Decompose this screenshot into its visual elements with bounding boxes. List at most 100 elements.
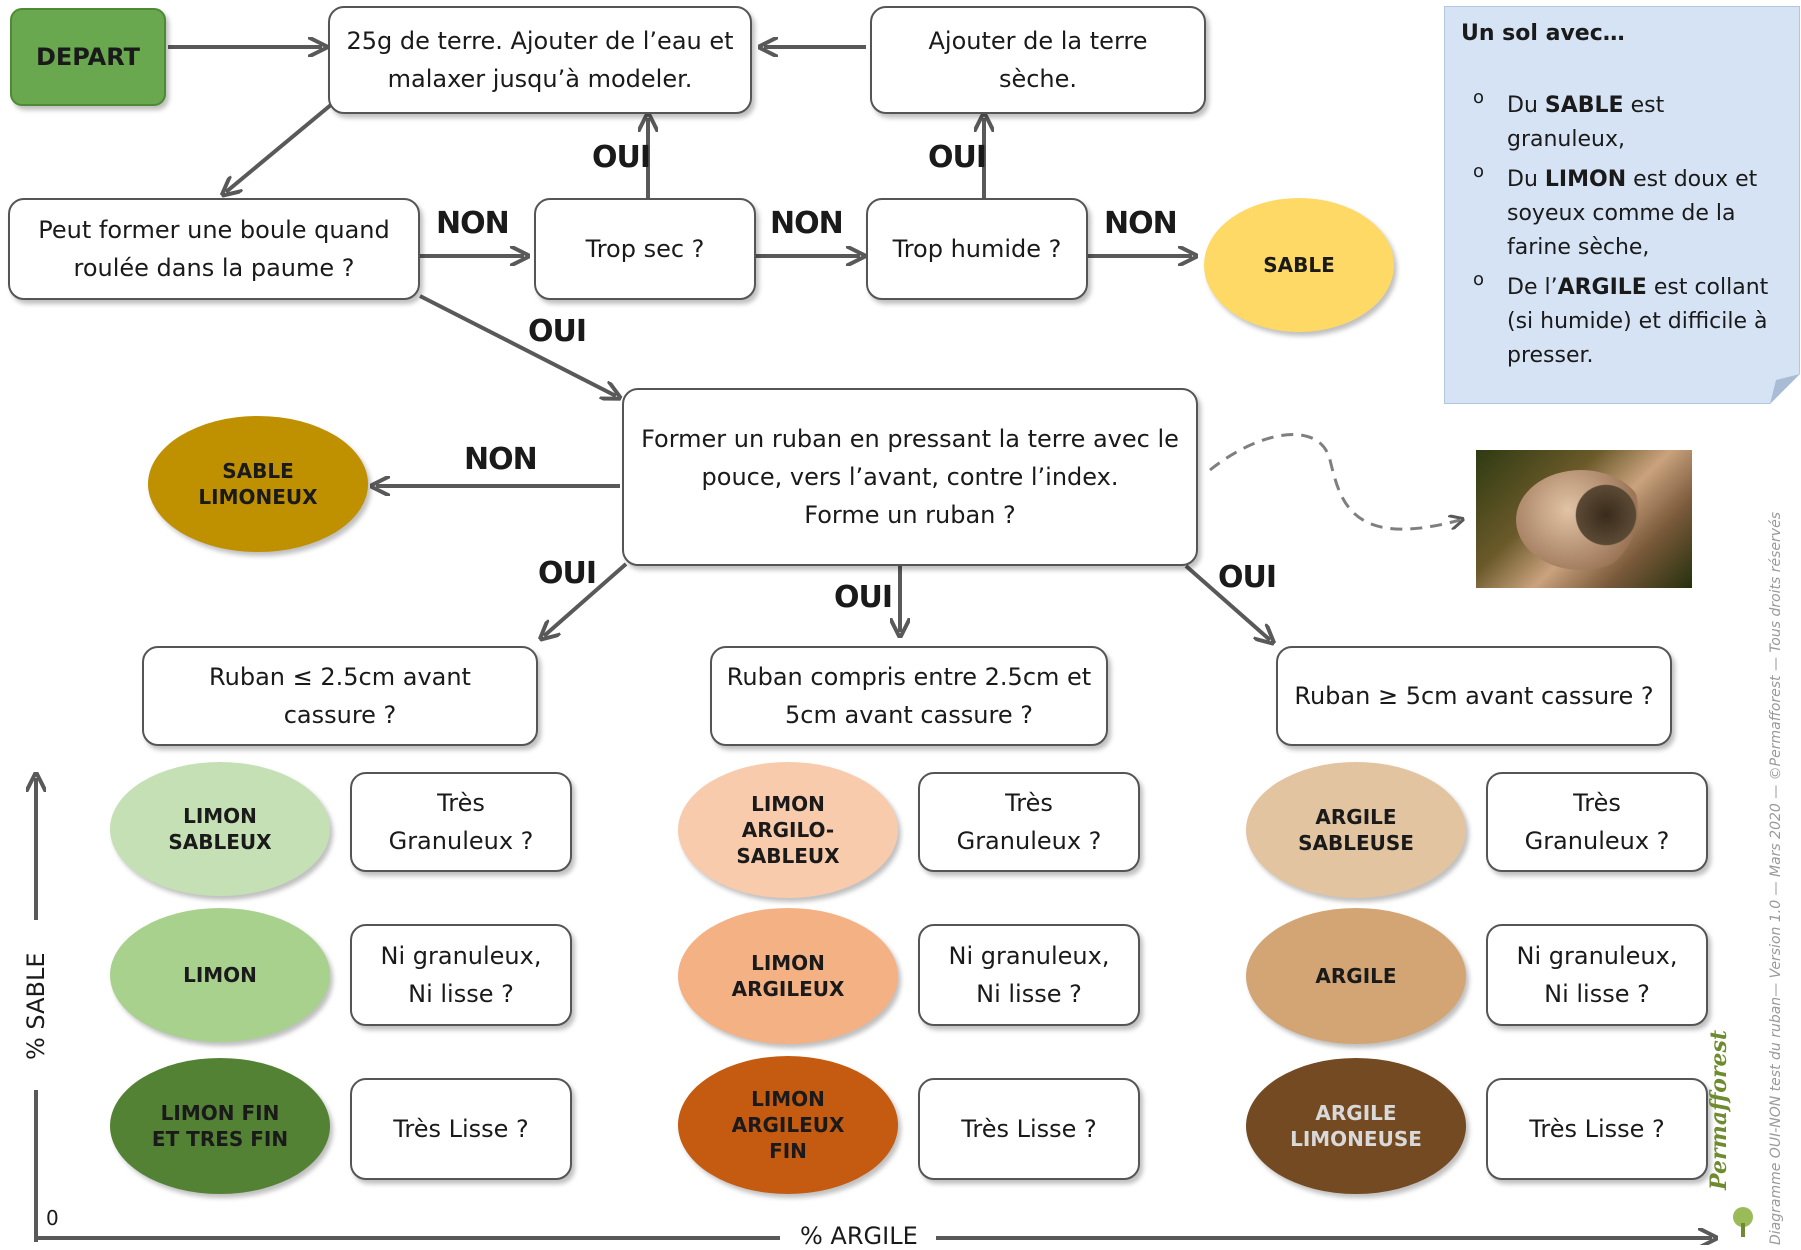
result-limon-sableux: LIMON SABLEUX (110, 762, 330, 896)
label-no-ball: NON (436, 206, 510, 241)
question-tres-lisse-1-text: Très Lisse ? (393, 1115, 529, 1143)
legend-item-sable-pre: Du (1507, 93, 1545, 118)
question-ribbon: Former un ruban en pressant la terre ave… (622, 388, 1198, 566)
question-tres-lisse-1: Très Lisse ? (350, 1078, 572, 1180)
question-ni-ni-3: Ni granuleux, Ni lisse ? (1486, 924, 1708, 1026)
note-folded-corner-icon (1770, 374, 1800, 404)
question-tres-granuleux-3-text: Très Granuleux ? (1524, 789, 1670, 855)
bullet-icon: o (1473, 269, 1485, 290)
y-axis-label: % SABLE (22, 952, 50, 1060)
arrow-ribbon-to-short (544, 562, 628, 636)
legend-item-argile: o De l’ARGILE est collant (si humide) et … (1461, 269, 1783, 373)
question-ribbon-long: Ruban ≥ 5cm avant cassure ? (1276, 646, 1672, 746)
x-axis-gap (780, 1228, 936, 1245)
result-limon-text: LIMON (183, 963, 257, 987)
question-tres-granuleux-1: Très Granuleux ? (350, 772, 572, 872)
question-too-wet-text: Trop humide ? (892, 235, 1062, 263)
result-limon-argileux: LIMON ARGILEUX (678, 908, 898, 1044)
result-sable-limoneux: SABLE LIMONEUX (148, 416, 368, 552)
legend-item-limon-pre: Du (1507, 167, 1545, 192)
label-no-ribbon: NON (464, 442, 538, 477)
question-tres-lisse-2-text: Très Lisse ? (961, 1115, 1097, 1143)
ribbon-photo (1476, 450, 1692, 588)
bullet-icon: o (1473, 161, 1485, 182)
legend-item-argile-post: est collant (si humide) et difficile à p… (1507, 275, 1769, 368)
tree-logo-icon (1733, 1207, 1753, 1237)
question-ni-ni-3-text: Ni granuleux, Ni lisse ? (1516, 942, 1678, 1008)
start-label: DEPART (35, 43, 141, 71)
question-ni-ni-1: Ni granuleux, Ni lisse ? (350, 924, 572, 1026)
result-limon-argileux-fin-text: LIMON ARGILEUX FIN (731, 1087, 845, 1163)
label-yes-dry: OUI (592, 140, 651, 175)
result-limon-argileux-fin: LIMON ARGILEUX FIN (678, 1056, 898, 1194)
result-limon-argilo-sableux-text: LIMON ARGILO- SABLEUX (736, 792, 840, 868)
result-sable: SABLE (1204, 198, 1394, 332)
question-ni-ni-2: Ni granuleux, Ni lisse ? (918, 924, 1140, 1026)
credits-text: Diagramme OUI-NON test du ruban— Version… (1768, 512, 1784, 1245)
question-ni-ni-1-text: Ni granuleux, Ni lisse ? (380, 942, 542, 1008)
step-mix-text: 25g de terre. Ajouter de l’eau et malaxe… (346, 27, 734, 93)
result-limon-argilo-sableux: LIMON ARGILO- SABLEUX (678, 762, 898, 898)
result-sable-text: SABLE (1263, 253, 1335, 277)
legend-item-limon: o Du LIMON est doux et soyeux comme de la… (1461, 161, 1783, 265)
x-axis-label: % ARGILE (800, 1222, 918, 1250)
result-limon-sableux-text: LIMON SABLEUX (168, 804, 272, 854)
arrow-mix-to-ball (226, 102, 334, 192)
soil-ribbon-shape (1571, 480, 1641, 550)
question-ribbon-mid-text: Ruban compris entre 2.5cm et 5cm avant c… (726, 663, 1092, 729)
label-yes-long: OUI (1218, 560, 1277, 595)
label-no-wet: NON (1104, 206, 1178, 241)
result-argile-limoneuse-text: ARGILE LIMONEUSE (1290, 1101, 1422, 1151)
legend-item-argile-pre: De l’ (1507, 275, 1558, 300)
arrow-ball-to-ribbon (419, 294, 616, 396)
question-tres-granuleux-2: Très Granuleux ? (918, 772, 1140, 872)
legend-item-sable-key: SABLE (1544, 93, 1624, 118)
question-too-wet: Trop humide ? (866, 198, 1088, 300)
legend-note-title: Un sol avec… (1461, 21, 1625, 46)
step-add-soil-text: Ajouter de la terre sèche. (928, 27, 1148, 93)
bullet-icon: o (1473, 87, 1485, 108)
step-mix: 25g de terre. Ajouter de l’eau et malaxe… (328, 6, 752, 114)
legend-item-limon-post: est doux et soyeux comme de la farine sè… (1507, 167, 1758, 260)
label-yes-wet: OUI (928, 140, 987, 175)
question-tres-lisse-3-text: Très Lisse ? (1529, 1115, 1665, 1143)
question-too-dry: Trop sec ? (534, 198, 756, 300)
arrow-ribbon-to-long (1184, 564, 1270, 640)
question-ribbon-mid: Ruban compris entre 2.5cm et 5cm avant c… (710, 646, 1108, 746)
label-yes-ribbon: OUI (528, 314, 587, 349)
result-sable-limoneux-text: SABLE LIMONEUX (198, 459, 318, 509)
question-ni-ni-2-text: Ni granuleux, Ni lisse ? (948, 942, 1110, 1008)
legend-item-sable-post: est granuleux, (1507, 93, 1665, 152)
result-limon-argileux-text: LIMON ARGILEUX (731, 951, 845, 1001)
y-axis-gap (28, 920, 46, 1090)
question-ball-text: Peut former une boule quand roulée dans … (38, 216, 390, 282)
question-tres-granuleux-3: Très Granuleux ? (1486, 772, 1708, 872)
result-limon-fin: LIMON FIN ET TRES FIN (110, 1058, 330, 1194)
result-argile-sableuse-text: ARGILE SABLEUSE (1298, 805, 1414, 855)
label-yes-short: OUI (538, 556, 597, 591)
result-argile-limoneuse: ARGILE LIMONEUSE (1246, 1058, 1466, 1194)
start-node: DEPART (10, 8, 166, 106)
question-tres-granuleux-1-text: Très Granuleux ? (388, 789, 534, 855)
question-ribbon-long-text: Ruban ≥ 5cm avant cassure ? (1294, 682, 1654, 710)
step-add-soil: Ajouter de la terre sèche. (870, 6, 1206, 114)
question-ribbon-text: Former un ruban en pressant la terre ave… (641, 425, 1179, 529)
question-ribbon-short: Ruban ≤ 2.5cm avant cassure ? (142, 646, 538, 746)
question-tres-lisse-2: Très Lisse ? (918, 1078, 1140, 1180)
result-limon: LIMON (110, 908, 330, 1042)
result-argile-sableuse: ARGILE SABLEUSE (1246, 762, 1466, 898)
axis-origin-label: 0 (46, 1206, 59, 1230)
question-tres-granuleux-2-text: Très Granuleux ? (956, 789, 1102, 855)
result-argile-text: ARGILE (1315, 964, 1397, 988)
label-yes-mid: OUI (834, 580, 893, 615)
question-ball: Peut former une boule quand roulée dans … (8, 198, 420, 300)
legend-item-limon-key: LIMON (1544, 167, 1627, 192)
label-no-dry: NON (770, 206, 844, 241)
result-limon-fin-text: LIMON FIN ET TRES FIN (151, 1101, 289, 1151)
question-ribbon-short-text: Ruban ≤ 2.5cm avant cassure ? (209, 663, 471, 729)
legend-item-argile-key: ARGILE (1557, 275, 1647, 300)
dashed-arrow-to-photo (1209, 433, 1460, 531)
result-argile: ARGILE (1246, 908, 1466, 1044)
